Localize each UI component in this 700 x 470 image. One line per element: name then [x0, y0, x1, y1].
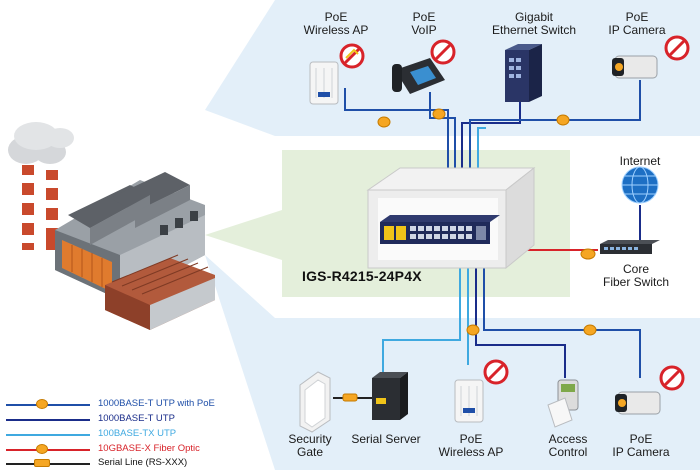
core-switch-label-line2: Fiber Switch: [602, 275, 670, 289]
bottom-wireless-ap-icon: [454, 359, 509, 423]
legend-text: 1000BASE-T UTP with PoE: [98, 398, 215, 409]
top-ethernet-switch-icon: [505, 44, 542, 102]
legend-row-fiber: 10GBASE-X Fiber Optic: [6, 443, 246, 455]
bottom-ip-camera-icon: [615, 365, 685, 415]
top-voip-phone-icon: [392, 39, 456, 94]
top-device-label-line2: VoIP: [411, 23, 437, 37]
internet-globe-icon: [621, 166, 659, 204]
legend-row-utp: 1000BASE-T UTP: [6, 413, 246, 425]
bottom-device-label-line2: Gate: [296, 445, 324, 459]
legend-row-serial: Serial Line (RS-XXX): [6, 457, 246, 469]
legend-badge: [36, 444, 48, 454]
legend-line: [6, 404, 90, 406]
bottom-device-label-line1: PoE: [459, 432, 483, 446]
bottom-device-label-line1: Security: [288, 432, 332, 446]
bottom-serial-server-icon: [372, 372, 408, 420]
bottom-device-label-line1: Serial Server: [351, 432, 421, 446]
core-switch-label-line1: Core: [622, 262, 649, 276]
poe-badges: [342, 108, 597, 402]
factory-callout-bottom: [205, 255, 275, 470]
top-device-label-line1: Gigabit: [514, 10, 554, 24]
core-fiber-switch-icon: [600, 240, 660, 254]
model-name: IGS-R4215-24P4X: [302, 268, 422, 284]
top-wireless-ap-icon: [309, 43, 365, 105]
top-device-label-line1: PoE: [625, 10, 649, 24]
top-ip-camera-icon: [612, 35, 690, 79]
top-device-label-voip: PoE VoIP: [411, 11, 436, 37]
top-device-label-line2: Wireless AP: [303, 23, 369, 37]
top-device-label-wireless-ap: PoE Wireless AP: [304, 11, 369, 37]
bottom-device-label-line2: IP Camera: [612, 445, 670, 459]
legend-row-poe: 1000BASE-T UTP with PoE: [6, 398, 246, 410]
bottom-device-label-serial-server: Serial Server: [351, 433, 420, 446]
core-switch-label: Core Fiber Switch: [603, 263, 669, 289]
bottom-device-label-ip-camera: PoE IP Camera: [612, 433, 669, 459]
bottom-device-label-line1: Access: [548, 432, 588, 446]
legend-line: [6, 434, 90, 436]
legend-text: 1000BASE-T UTP: [98, 413, 175, 424]
factory-callout-top: [205, 0, 275, 136]
igs-switch-cabinet: [366, 166, 536, 270]
top-device-label-ip-camera: PoE IP Camera: [608, 11, 665, 37]
bottom-device-label-line2: Control: [548, 445, 588, 459]
legend-line: [6, 449, 90, 451]
top-device-label-switch: Gigabit Ethernet Switch: [492, 11, 576, 37]
bottom-device-label-line1: PoE: [629, 432, 653, 446]
bottom-access-control-icon: [547, 379, 579, 428]
bottom-device-label-security-gate: Security Gate: [288, 433, 331, 459]
factory-callout-mid: [205, 210, 282, 260]
legend-badge: [36, 399, 48, 409]
top-device-label-line2: Ethernet Switch: [491, 23, 577, 37]
top-device-label-line2: IP Camera: [608, 23, 666, 37]
legend-text: 100BASE-TX UTP: [98, 428, 177, 439]
bottom-device-label-wireless-ap: PoE Wireless AP: [439, 433, 504, 459]
bottom-cables: [333, 255, 641, 399]
legend-badge: [34, 459, 50, 467]
bottom-device-label-line2: Wireless AP: [438, 445, 504, 459]
legend-text: 10GBASE-X Fiber Optic: [98, 443, 200, 454]
legend-text: Serial Line (RS-XXX): [98, 457, 188, 468]
top-device-label-line1: PoE: [324, 10, 348, 24]
top-device-label-line1: PoE: [412, 10, 436, 24]
bottom-security-gate-icon: [299, 371, 331, 433]
legend-line: [6, 419, 90, 421]
legend-row-fast: 100BASE-TX UTP: [6, 428, 246, 440]
internet-label: Internet: [619, 154, 661, 168]
factory-icon: [8, 122, 215, 330]
bottom-device-label-access-control: Access Control: [549, 433, 588, 459]
